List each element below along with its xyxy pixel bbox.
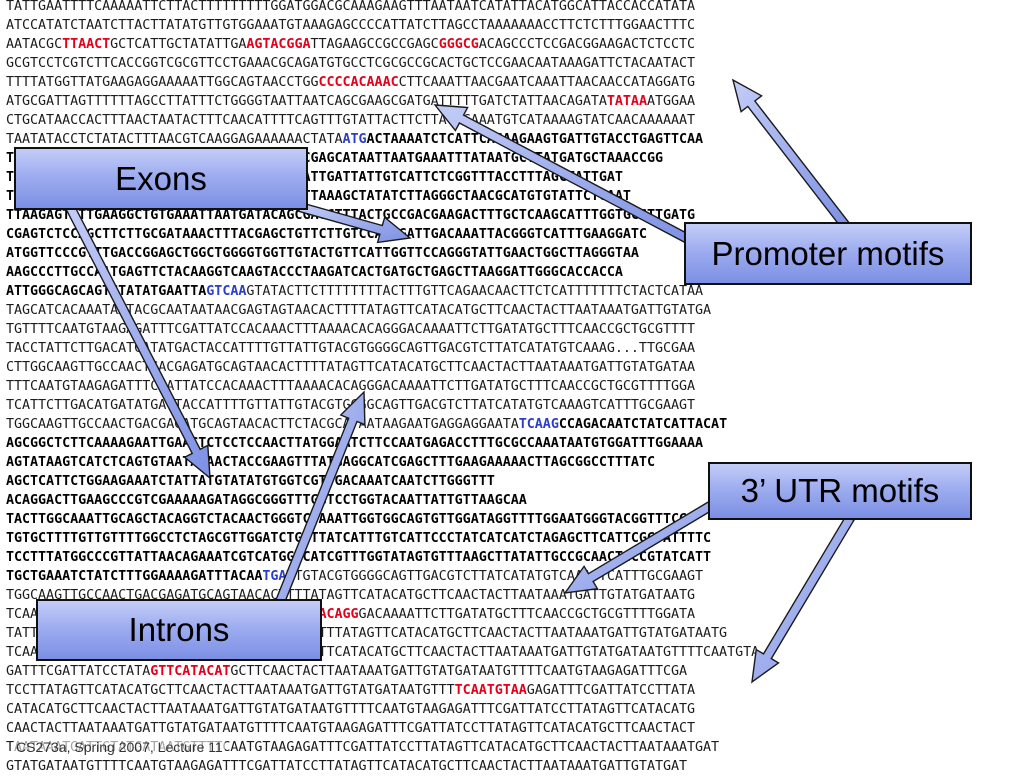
sequence-segment: GAGATTTCGATTATCCTTATA: [526, 683, 696, 698]
sequence-line: ATGGTTCCCGTTTGACCGGAGCTGGCTGGGGTGGTTGTAC…: [6, 244, 639, 263]
sequence-line: TTTTATGGTTATGAAGAGGAAAAATTGGCAGTAACCTGGC…: [6, 73, 695, 92]
sequence-segment: TACCTATTCTTGACATGATATGACTACCATTTTGTTATTG…: [6, 341, 696, 356]
sequence-segment: TGTGCTTTTGTTGTTTTGGCCTCTAGCGTTGGATCTGCTT…: [6, 531, 712, 546]
sequence-segment: GTATGATAATGTTTTCAATGTAAGAGATTTCGATTATCCT…: [6, 759, 688, 774]
sequence-segment: TACTTGGCAAATTGCAGCTACAGGTCTACAACTGGGTCTA…: [6, 512, 688, 527]
sequence-segment: TAATATACCTCTATACTTTAACGTCAAGGAGAAAAAACTA…: [6, 132, 343, 147]
motif-highlight: TATAA: [606, 94, 647, 109]
codon-highlight: ATG: [342, 132, 367, 147]
sequence-line: GCGTCCTCGTCTTCACCGGTCGCGTTCCTGAAACGCAGAT…: [6, 54, 695, 73]
sequence-line: AGCGGCTCTTCAAAAGAATTGAACTCTCCTCCAACTTATG…: [6, 434, 703, 453]
sequence-segment: TTTTATGGTTATGAAGAGGAAAAATTGGCAGTAACCTGG: [6, 75, 319, 90]
sequence-segment: GCTCATTGCTATATTGA: [110, 37, 247, 52]
sequence-line: TCCTTATAGTTCATACATGCTTCAACTACTTAATAAATGA…: [6, 681, 695, 700]
sequence-segment: GATTTCGATTATCCTATA: [6, 664, 151, 679]
sequence-line: CTTGGCAAGTTGCCAACTGACGAGATGCAGTAACACTTTT…: [6, 358, 695, 377]
sequence-segment: CCAGACAATCTATCATTACAT: [558, 417, 728, 432]
sequence-line: TGCTGAAATCTATCTTTGGAAAAGATTTACAATGATTGTA…: [6, 567, 703, 586]
sequence-segment: GCGTCCTCGTCTTCACCGGTCGCGTTCCTGAAACGCAGAT…: [6, 56, 696, 71]
sequence-segment: ATCCATATCTAATCTTACTTATATGTTGTGGAAATGTAAA…: [6, 18, 696, 33]
3-utr-motifs-callout: 3’ UTR motifs: [708, 462, 972, 520]
motif-highlight: CCCCACAAAC: [318, 75, 399, 90]
motif-highlight: TTAACT: [62, 37, 111, 52]
sequence-line: TCCTTTATGGCCCGTTATTAACAGAAATCGTCATGGCCAT…: [6, 548, 711, 567]
sequence-line: AGCTCATTCTGGAAGAAATCTATTATGTATATGTGGTCGT…: [6, 472, 495, 491]
sequence-segment: TGTTTTCAATGTAAGAGATTTCGATTATCCACAAACTTTA…: [6, 322, 696, 337]
codon-highlight: TGA: [262, 569, 287, 584]
sequence-segment: CAACTACTTAATAAATGATTGTATGATAATGTTTTCAATG…: [6, 721, 696, 736]
sequence-line: ATTGGGCAGCAGTCTATATGAATTAGTCAAGTATACTTCT…: [6, 282, 703, 301]
sequence-segment: ATTGGGCAGCAGTCTATATGAATTA: [6, 284, 207, 299]
sequence-segment: TCATTCTTGACATGATATGACTACCATTTTGTTATTGTAC…: [6, 398, 696, 413]
sequence-line: TACCTATTCTTGACATGATATGACTACCATTTTGTTATTG…: [6, 339, 695, 358]
sequence-segment: GACAAAATTCTTGATATGCTTTCAACCGCTGCGTTTTGGA…: [358, 607, 696, 622]
sequence-line: TAGCATCACAAATAATACGCAATAATAACGAGTAGTAACA…: [6, 301, 711, 320]
sequence-line: GATTTCGATTATCCTATAGTTCATACATGCTTCAACTACT…: [6, 662, 687, 681]
sequence-line: TGGCAAGTTGCCAACTGACGAGATGCAGTAACACTTCTAC…: [6, 415, 727, 434]
sequence-segment: CTGCATAACCACTTTAACTAATACTTTCAACATTTTCAGT…: [6, 113, 696, 128]
sequence-line: ATCCATATCTAATCTTACTTATATGTTGTGGAAATGTAAA…: [6, 16, 695, 35]
sequence-segment: TTAAGAGTCTTGAAGGCTGTGAAATTAATGATACAGCGAG…: [6, 208, 696, 223]
sequence-segment: TCCTTTATGGCCCGTTATTAACAGAAATCGTCATGGCCAT…: [6, 550, 712, 565]
promoter-motifs-callout: Promoter motifs: [684, 222, 972, 285]
sequence-segment: CATACATGCTTCAACTACTTAATAAATGATTGTATGATAA…: [6, 702, 696, 717]
sequence-segment: ACTAAAATCTCATTCAGAAGAAGTGATTGTACCTGAGTTC…: [366, 132, 704, 147]
sequence-segment: TTTCAATGTAAGAGATTTCGATTATCCACAAACTTTAAAA…: [6, 379, 696, 394]
sequence-segment: ATGGTTCCCGTTTGACCGGAGCTGGCTGGGGTGGTTGTAC…: [6, 246, 639, 261]
sequence-line: AGTATAAGTCATCTCAGTGTAATATAACTACCGAAGTTTA…: [6, 453, 655, 472]
sequence-segment: AATACGC: [6, 37, 63, 52]
sequence-segment: TTAGAAGCCGCCGAGC: [310, 37, 439, 52]
sequence-segment: GTATACTTCTTTTTTTTACTTTGTTCAGAACAACTTCTCA…: [246, 284, 704, 299]
sequence-line: TGTTTTCAATGTAAGAGATTTCGATTATCCACAAACTTTA…: [6, 320, 695, 339]
motif-highlight: TCAATGTAA: [454, 683, 527, 698]
motif-highlight: AGTACGGA: [246, 37, 311, 52]
sequence-line: ACAGGACTTGAAGCCCGTCGAAAAAGATAGGCGGGTTTGG…: [6, 491, 527, 510]
sequence-line: CGAGTCTCCAGCTTCTTGCGATAAACTTTACGAGCTGTTC…: [6, 225, 647, 244]
sequence-line: ATGCGATTAGTTTTTTAGCCTTATTTCTGGGGTAATTAAT…: [6, 92, 695, 111]
footer-lecture-label: CS273a, Spring 2007, Lecture 11: [14, 739, 225, 755]
introns-callout: Introns: [36, 599, 322, 661]
sequence-line: TCATTCTTGACATGATATGACTACCATTTTGTTATTGTAC…: [6, 396, 695, 415]
sequence-segment: ATGGAA: [646, 94, 696, 109]
motif-highlight: GGGCG: [438, 37, 479, 52]
sequence-line: AATACGCTTAACTGCTCATTGCTATATTGAAGTACGGATT…: [6, 35, 695, 54]
codon-highlight: TCAAG: [518, 417, 559, 432]
motif-highlight: GTTCATACAT: [150, 664, 231, 679]
sequence-segment: ACAGGACTTGAAGCCCGTCGAAAAAGATAGGCGGGTTTGG…: [6, 493, 527, 508]
sequence-segment: GCTTCAACTACTTAATAAATGATTGTATGATAATGTTTTC…: [230, 664, 688, 679]
sequence-segment: ATGCGATTAGTTTTTTAGCCTTATTTCTGGGGTAATTAAT…: [6, 94, 607, 109]
sequence-line: AAGCCCTTGCCAATGAGTTCTACAAGGTCAAGTACCCTAA…: [6, 263, 623, 282]
sequence-line: TACTTGGCAAATTGCAGCTACAGGTCTACAACTGGGTCTA…: [6, 510, 687, 529]
sequence-segment: TGGCAAGTTGCCAACTGACGAGATGCAGTAACACTTCTAC…: [6, 417, 519, 432]
sequence-segment: TCCTTATAGTTCATACATGCTTCAACTACTTAATAAATGA…: [6, 683, 455, 698]
sequence-segment: AGCGGCTCTTCAAAAGAATTGAACTCTCCTCCAACTTATG…: [6, 436, 704, 451]
sequence-segment: CTTGGCAAGTTGCCAACTGACGAGATGCAGTAACACTTTT…: [6, 360, 696, 375]
sequence-segment: AAGCCCTTGCCAATGAGTTCTACAAGGTCAAGTACCCTAA…: [6, 265, 623, 280]
sequence-line: CAACTACTTAATAAATGATTGTATGATAATGTTTTCAATG…: [6, 719, 695, 738]
codon-highlight: GTCAA: [206, 284, 247, 299]
sequence-line: TATTGAATTTTCAAAAATTCTTACTTTTTTTTTGGATGGA…: [6, 0, 695, 16]
sequence-line: TTTCAATGTAAGAGATTTCGATTATCCACAAACTTTAAAA…: [6, 377, 695, 396]
exons-callout: Exons: [14, 147, 308, 210]
sequence-segment: TATTGAATTTTCAAAAATTCTTACTTTTTTTTTGGATGGA…: [6, 0, 696, 14]
sequence-line: CATACATGCTTCAACTACTTAATAAATGATTGTATGATAA…: [6, 700, 695, 719]
sequence-segment: TAGCATCACAAATAATACGCAATAATAACGAGTAGTAACA…: [6, 303, 712, 318]
sequence-segment: TTGTACGTGGGGCAGTTGACGTCTTATCATATGTCAAAGT…: [286, 569, 704, 584]
sequence-segment: TGCTGAAATCTATCTTTGGAAAAGATTTACAA: [6, 569, 263, 584]
sequence-line: TGTGCTTTTGTTGTTTTGGCCTCTAGCGTTGGATCTGCTT…: [6, 529, 711, 548]
sequence-line: CTGCATAACCACTTTAACTAATACTTTCAACATTTTCAGT…: [6, 111, 695, 130]
sequence-segment: CTTCAAATTAACGAATCAAATTAACAACCATAGGATG: [398, 75, 696, 90]
sequence-line: GTATGATAATGTTTTCAATGTAAGAGATTTCGATTATCCT…: [6, 757, 687, 776]
sequence-segment: ACAGCCCTCCGACGGAAGACTCTCCTC: [478, 37, 696, 52]
sequence-segment: AGCTCATTCTGGAAGAAATCTATTATGTATATGTGGTCGT…: [6, 474, 495, 489]
sequence-segment: AGTATAAGTCATCTCAGTGTAATATAACTACCGAAGTTTA…: [6, 455, 655, 470]
sequence-segment: CGAGTCTCCAGCTTCTTGCGATAAACTTTACGAGCTGTTC…: [6, 227, 647, 242]
